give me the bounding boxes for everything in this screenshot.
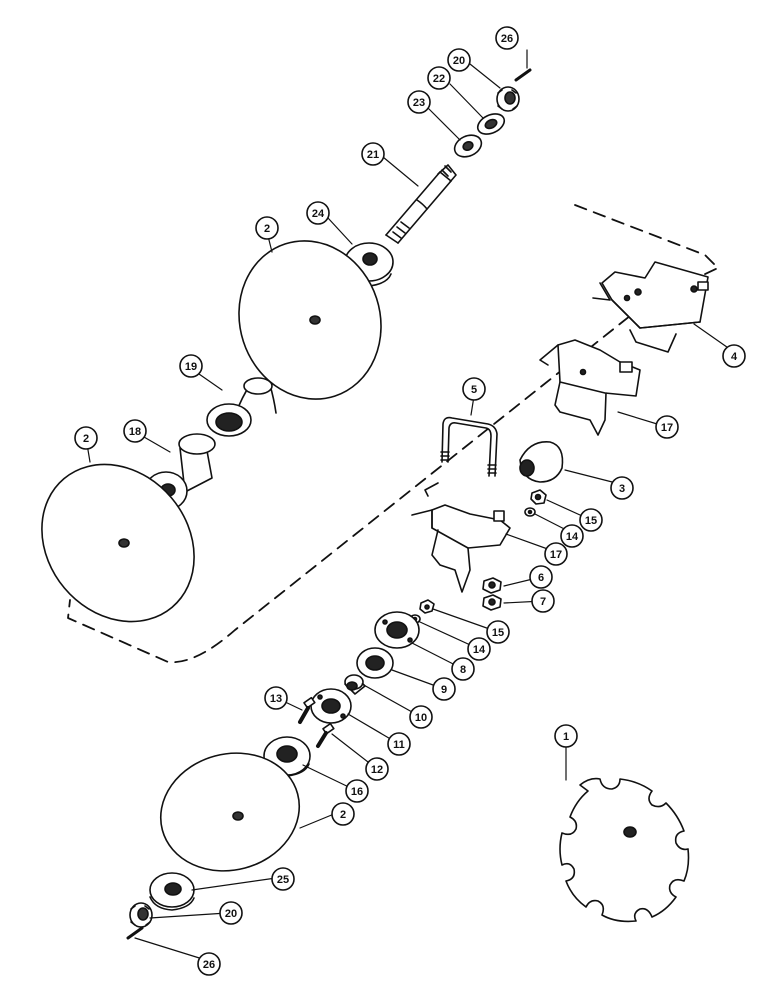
callout-18: 18	[123, 419, 147, 443]
callout-20-bottom: 20	[219, 901, 243, 925]
callout-26-top: 26	[495, 26, 519, 50]
callout-3: 3	[610, 476, 634, 500]
callout-2-upper: 2	[255, 216, 279, 240]
callout-label: 17	[550, 549, 562, 561]
callout-label: 20	[453, 55, 465, 67]
callout-label: 11	[393, 739, 405, 751]
callout-21: 21	[361, 142, 385, 166]
callout-19: 19	[179, 354, 203, 378]
axle-bolt-21	[385, 164, 457, 244]
callout-4: 4	[722, 344, 746, 368]
callout-label: 15	[492, 627, 504, 639]
nut-15-lower	[419, 599, 435, 614]
callout-label: 2	[264, 223, 270, 235]
callout-label: 4	[731, 351, 738, 363]
callout-label: 9	[441, 684, 447, 696]
callout-1: 1	[554, 724, 578, 748]
callout-12: 12	[365, 757, 389, 781]
callout-label: 15	[585, 515, 597, 527]
callout-label: 3	[619, 483, 625, 495]
bearing-9	[356, 647, 394, 679]
spool-19	[206, 377, 277, 437]
callout-9: 9	[432, 677, 456, 701]
cotter-pin-bottom	[126, 926, 144, 940]
disc-blade-upper	[238, 240, 382, 400]
bracket-17-upper	[539, 339, 641, 436]
callout-label: 5	[471, 384, 477, 396]
callout-20-top: 20	[447, 48, 471, 72]
bracket-4	[592, 261, 709, 353]
callout-label: 21	[367, 149, 379, 161]
callout-label: 8	[460, 664, 466, 676]
callout-label: 2	[340, 809, 346, 821]
callout-label: 24	[312, 208, 325, 220]
castle-nut-bottom	[129, 902, 153, 928]
bushing-10	[344, 674, 366, 695]
callout-14-lower: 14	[467, 637, 491, 661]
callout-label: 14	[473, 644, 486, 656]
callout-13: 13	[264, 686, 288, 710]
castle-nut-top	[496, 86, 520, 112]
callout-label: 23	[413, 97, 425, 109]
callout-label: 12	[371, 764, 383, 776]
callout-26-bottom: 26	[197, 952, 221, 976]
callout-label: 19	[185, 361, 197, 373]
bearing-cover-3	[519, 441, 564, 483]
callout-11: 11	[387, 732, 411, 756]
callout-label: 1	[563, 731, 569, 743]
callout-label: 14	[566, 531, 579, 543]
bracket-17-lower	[411, 482, 511, 593]
flange-11	[310, 688, 352, 724]
cotter-pin-top	[514, 68, 532, 82]
callout-16: 16	[345, 779, 369, 803]
callout-label: 26	[501, 33, 513, 45]
bolt-13	[298, 696, 316, 724]
callout-7: 7	[531, 589, 555, 613]
callout-15-upper: 15	[579, 508, 603, 532]
callout-24: 24	[306, 201, 330, 225]
callout-17-upper: 17	[655, 415, 679, 439]
callout-2-left: 2	[74, 426, 98, 450]
callout-label: 13	[270, 693, 282, 705]
nut-15-upper	[530, 489, 547, 505]
callout-label: 25	[277, 874, 289, 886]
callout-label: 16	[351, 786, 363, 798]
callout-label: 22	[433, 73, 445, 85]
callout-label: 6	[538, 572, 544, 584]
callout-14-upper: 14	[560, 524, 584, 548]
nut-7	[482, 594, 502, 611]
callout-label: 18	[129, 426, 141, 438]
callout-8: 8	[451, 657, 475, 681]
callout-6: 6	[529, 565, 553, 589]
callout-label: 10	[415, 712, 427, 724]
spacer-23	[453, 134, 483, 158]
disc-blade-lower	[159, 752, 301, 872]
callout-10: 10	[409, 705, 433, 729]
callout-label: 26	[203, 959, 215, 971]
callout-5: 5	[462, 377, 486, 401]
callout-23: 23	[407, 90, 431, 114]
bolt-12	[316, 722, 335, 748]
flange-8	[374, 611, 420, 649]
nut-6	[482, 577, 502, 594]
callout-15-lower: 15	[486, 620, 510, 644]
callout-25: 25	[271, 867, 295, 891]
callout-17-lower: 17	[544, 542, 568, 566]
spool-24	[344, 242, 394, 287]
disc-blade-left	[41, 463, 195, 623]
lock-washer-14-upper	[524, 507, 536, 517]
u-bolt-5	[440, 416, 498, 477]
washer-22	[476, 113, 506, 135]
notched-disc-1	[559, 777, 690, 923]
spool-25	[149, 872, 195, 911]
callout-2-lower: 2	[331, 802, 355, 826]
callout-label: 17	[661, 422, 673, 434]
callout-22: 22	[427, 66, 451, 90]
callout-label: 20	[225, 908, 237, 920]
callout-label: 2	[83, 433, 89, 445]
callout-label: 7	[540, 596, 546, 608]
